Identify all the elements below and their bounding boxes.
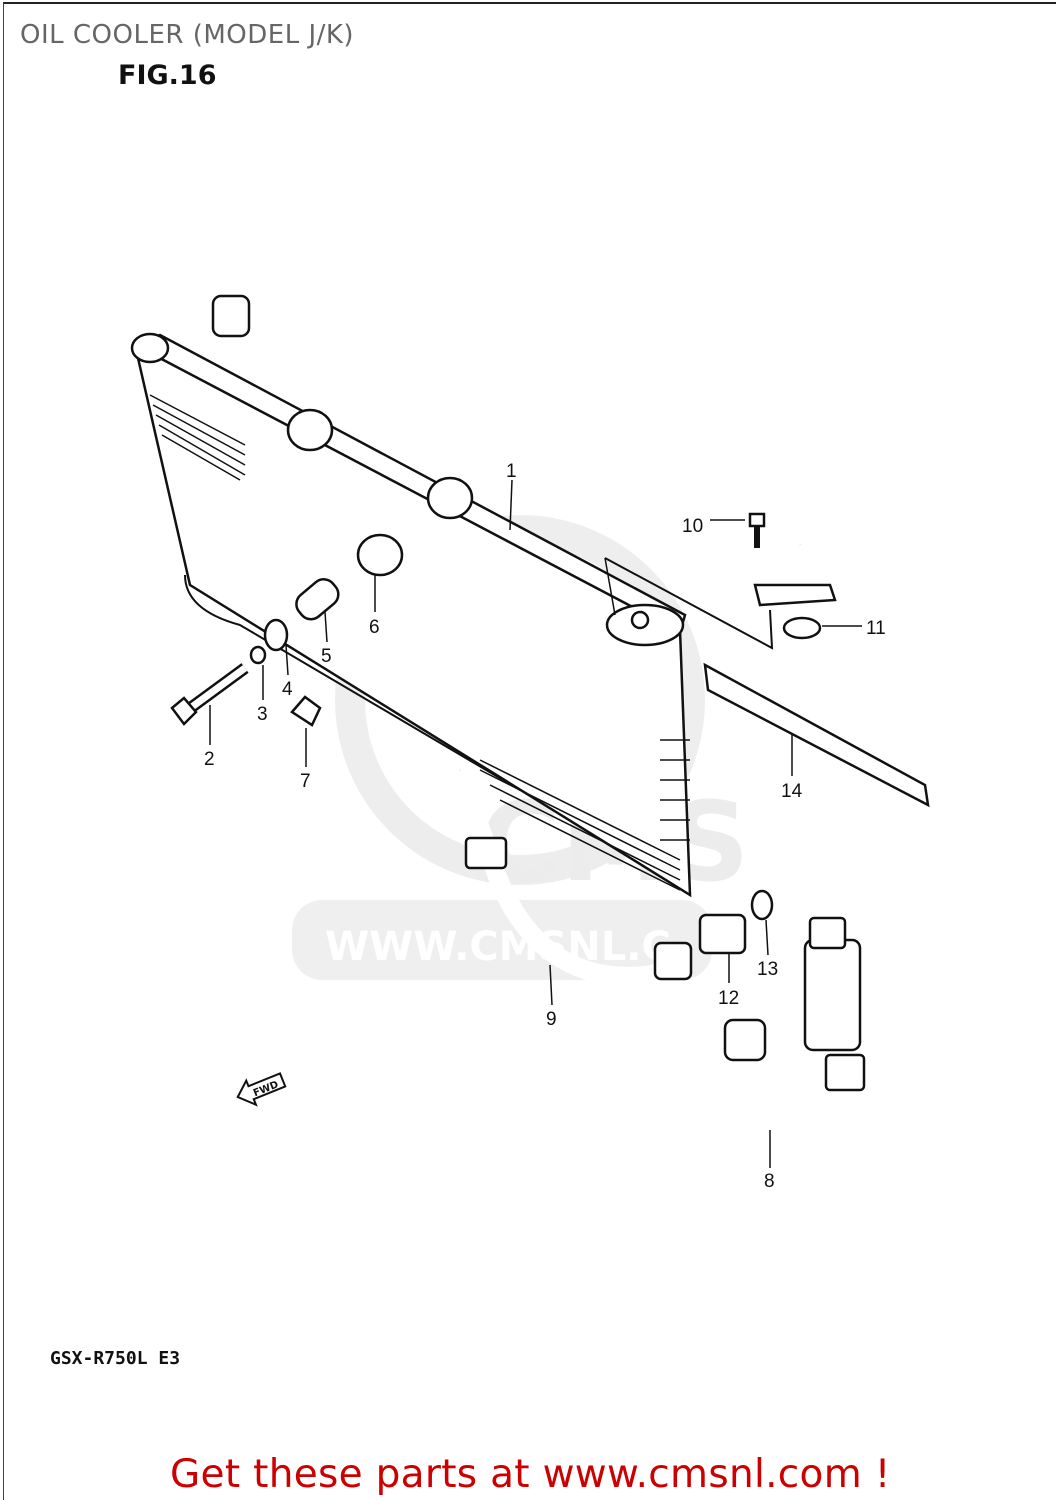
bolt-part-2 xyxy=(170,663,249,726)
grommet-part-6 xyxy=(356,533,404,577)
tie-band-part-14 xyxy=(703,662,930,808)
callout-1: 1 xyxy=(506,461,517,482)
callout-8: 8 xyxy=(764,1171,775,1192)
callout-14: 14 xyxy=(781,781,803,802)
page-frame xyxy=(3,2,1056,1500)
forward-arrow-icon: FWD xyxy=(236,1072,287,1107)
clamp-part-7 xyxy=(290,695,322,727)
callout-13: 13 xyxy=(757,959,778,980)
figure-number: FIG.16 xyxy=(118,60,217,91)
callout-9: 9 xyxy=(546,1009,557,1030)
callout-7: 7 xyxy=(300,771,311,792)
washer-part-3 xyxy=(249,645,267,665)
callout-12: 12 xyxy=(718,988,739,1009)
callout-6: 6 xyxy=(369,617,380,638)
union-part-12 xyxy=(698,913,747,955)
hose-fitting xyxy=(211,294,251,338)
washer-part-4 xyxy=(263,618,289,652)
callout-5: 5 xyxy=(321,646,332,667)
svg-text:WWW.CMSNL.C: WWW.CMSNL.C xyxy=(325,924,671,970)
callout-11: 11 xyxy=(866,618,886,639)
gasket-part-13 xyxy=(750,889,774,921)
o-ring-part-11 xyxy=(782,616,822,640)
callout-3: 3 xyxy=(257,704,268,725)
bolt-part-10 xyxy=(748,512,766,528)
callout-10: 10 xyxy=(682,516,703,537)
callout-4: 4 xyxy=(282,679,293,700)
model-code: GSX-R750L E3 xyxy=(50,1348,181,1369)
callout-2: 2 xyxy=(204,749,215,770)
page-title: OIL COOLER (MODEL J/K) xyxy=(20,20,355,50)
oil-cooler-part-1 xyxy=(130,332,692,898)
spacer-part-5 xyxy=(295,578,340,621)
promo-link[interactable]: Get these parts at www.cmsnl.com ! xyxy=(170,1452,891,1497)
